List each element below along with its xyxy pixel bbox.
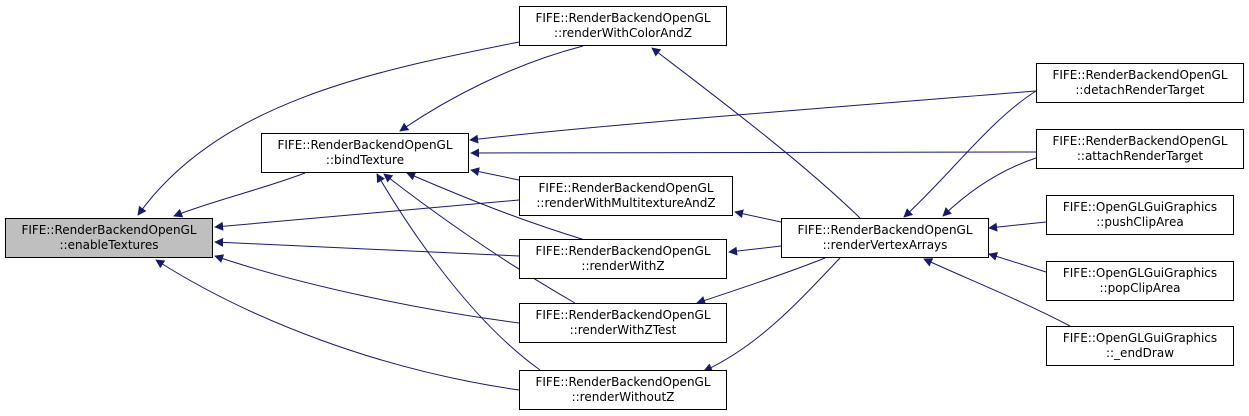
edge-renderWithColorAndZ-to-bindTexture	[399, 45, 584, 132]
node-push-clip-area[interactable]: FIFE::OpenGLGuiGraphics ::pushClipArea	[1046, 195, 1234, 235]
node-bind-texture-method: ::bindTexture	[325, 153, 405, 167]
edge-renderWithZTest-to-bindTexture	[383, 173, 576, 304]
edge-renderWithMultitextureAndZ-to-bindTexture	[470, 167, 520, 181]
node-pop-clip-area-class: FIFE::OpenGLGuiGraphics	[1062, 266, 1218, 280]
node-render-with-z-method: ::renderWithZ	[581, 259, 665, 273]
edge-detachRenderTarget-to-bindTexture	[469, 90, 1037, 144]
node-render-with-z-test-class: FIFE::RenderBackendOpenGL	[535, 308, 711, 322]
node-pop-clip-area[interactable]: FIFE::OpenGLGuiGraphics ::popClipArea	[1046, 261, 1234, 301]
node-detach-render-target-method: ::detachRenderTarget	[1075, 83, 1205, 97]
node-render-with-z-test-method: ::renderWithZTest	[569, 323, 677, 337]
edge-renderWithZ-to-enableTextures	[214, 237, 520, 257]
edge-detachRenderTarget-to-renderVertexArrays	[903, 90, 1037, 218]
node-render-with-z-test[interactable]: FIFE::RenderBackendOpenGL ::renderWithZT…	[519, 303, 727, 343]
node-enable-textures-class: FIFE::RenderBackendOpenGL	[21, 223, 197, 237]
node-render-with-color-and-z-class: FIFE::RenderBackendOpenGL	[535, 11, 711, 25]
edge-renderWithZTest-to-enableTextures	[214, 254, 520, 324]
node-render-with-multitexture-and-z-class: FIFE::RenderBackendOpenGL	[538, 181, 714, 195]
node-bind-texture-class: FIFE::RenderBackendOpenGL	[277, 138, 453, 152]
node-push-clip-area-method: ::pushClipArea	[1096, 215, 1184, 229]
edge-renderVertexArrays-to-renderWithoutZ	[703, 257, 841, 372]
edge-renderWithoutZ-to-enableTextures	[155, 259, 520, 391]
edge-attachRenderTarget-to-renderVertexArrays	[942, 157, 1037, 217]
edge-popClipArea-to-renderVertexArrays	[988, 252, 1047, 273]
node-render-vertex-arrays-class: FIFE::RenderBackendOpenGL	[797, 223, 973, 237]
node-render-with-multitexture-and-z-method: ::renderWithMultitextureAndZ	[536, 196, 716, 210]
node-enable-textures-method: ::enableTextures	[59, 238, 159, 252]
node-end-draw-class: FIFE::OpenGLGuiGraphics	[1062, 331, 1218, 345]
node-enable-textures: FIFE::RenderBackendOpenGL ::enableTextur…	[5, 218, 213, 258]
node-render-with-color-and-z[interactable]: FIFE::RenderBackendOpenGL ::renderWithCo…	[519, 6, 727, 46]
edge-renderWithZ-to-bindTexture	[406, 172, 586, 241]
node-render-with-z[interactable]: FIFE::RenderBackendOpenGL ::renderWithZ	[519, 239, 727, 279]
edge-renderVertexArrays-to-renderWithColorAndZ	[651, 47, 861, 219]
node-attach-render-target-class: FIFE::RenderBackendOpenGL	[1052, 134, 1228, 148]
edge-pushClipArea-to-renderVertexArrays	[988, 221, 1047, 232]
edge-renderVertexArrays-to-renderWithZTest	[696, 257, 826, 305]
edge-renderVertexArrays-to-renderWithMultitextureAndZ	[734, 209, 782, 223]
edge-attachRenderTarget-to-bindTexture	[470, 148, 1037, 158]
node-render-with-color-and-z-method: ::renderWithColorAndZ	[554, 26, 692, 40]
node-pop-clip-area-method: ::popClipArea	[1099, 281, 1181, 295]
node-detach-render-target-class: FIFE::RenderBackendOpenGL	[1052, 68, 1228, 82]
node-render-vertex-arrays[interactable]: FIFE::RenderBackendOpenGL ::renderVertex…	[781, 218, 989, 258]
node-end-draw-method: ::_endDraw	[1105, 346, 1175, 360]
node-attach-render-target-method: ::attachRenderTarget	[1076, 149, 1204, 163]
edge-renderWithMultitextureAndZ-to-enableTextures	[214, 199, 520, 231]
node-render-without-z-class: FIFE::RenderBackendOpenGL	[535, 375, 711, 389]
node-render-vertex-arrays-method: ::renderVertexArrays	[822, 238, 948, 252]
edge-renderWithColorAndZ-to-enableTextures	[137, 41, 520, 216]
node-detach-render-target[interactable]: FIFE::RenderBackendOpenGL ::detachRender…	[1036, 63, 1244, 103]
node-render-with-multitexture-and-z[interactable]: FIFE::RenderBackendOpenGL ::renderWithMu…	[519, 176, 733, 216]
node-push-clip-area-class: FIFE::OpenGLGuiGraphics	[1062, 200, 1218, 214]
edge-renderWithoutZ-to-bindTexture	[376, 173, 541, 371]
edge-bindTexture-to-enableTextures	[173, 172, 306, 218]
edge-renderVertexArrays-to-renderWithZ	[728, 245, 782, 256]
node-attach-render-target[interactable]: FIFE::RenderBackendOpenGL ::attachRender…	[1036, 129, 1244, 169]
node-render-with-z-class: FIFE::RenderBackendOpenGL	[535, 244, 711, 258]
edge-endDraw-to-renderVertexArrays	[923, 258, 1071, 327]
node-bind-texture[interactable]: FIFE::RenderBackendOpenGL ::bindTexture	[261, 133, 469, 173]
node-render-without-z-method: ::renderWithoutZ	[571, 390, 675, 404]
node-render-without-z[interactable]: FIFE::RenderBackendOpenGL ::renderWithou…	[519, 370, 727, 410]
node-end-draw[interactable]: FIFE::OpenGLGuiGraphics ::_endDraw	[1046, 326, 1234, 366]
